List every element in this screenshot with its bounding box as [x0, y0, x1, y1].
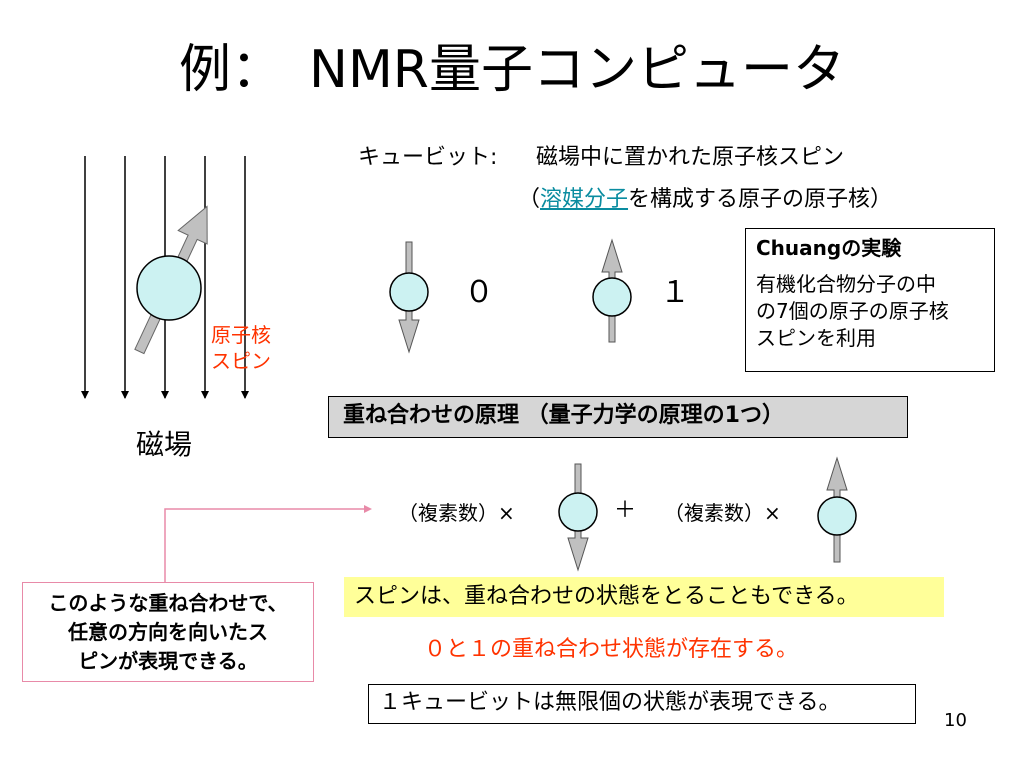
chuang-line: の7個の原子の原子核 — [756, 299, 949, 323]
plus-sign: ＋ — [614, 498, 637, 523]
nuclear-spin-line1: 原子核 — [211, 323, 271, 347]
can-line: 任意の方向を向いたス — [68, 620, 268, 644]
state-zero-label: ０ — [464, 275, 494, 310]
pink-connector-arrow — [164, 505, 372, 582]
magnetic-field-lines — [81, 156, 249, 399]
slide-title: 例： NMR量子コンピュータ — [179, 40, 845, 100]
complex-coef-1: （複素数）× — [398, 501, 515, 525]
solvent-open: （ — [518, 187, 541, 212]
solvent-molecule-link[interactable]: 溶媒分子 — [540, 187, 629, 212]
nuclear-spin-line2: スピン — [211, 349, 271, 373]
superposition-exists-sentence: ０と１の重ね合わせ状態が存在する。 — [424, 637, 799, 662]
solvent-line: （溶媒分子を構成する原子の原子核） — [518, 186, 892, 214]
infinite-states-box: １キュービットは無限個の状態が表現できる。 — [368, 684, 916, 724]
solvent-rest: を構成する原子の原子核） — [628, 187, 893, 212]
superposition-spin-down — [558, 463, 598, 572]
superposition-principle-box: 重ね合わせの原理 （量子力学の原理の1つ） — [328, 396, 908, 438]
qubit-label: キュービット: — [358, 145, 498, 170]
arbitrary-direction-box: このような重ね合わせで、 任意の方向を向いたス ピンが表現できる。 — [22, 582, 314, 682]
nucleus-ball — [136, 255, 202, 321]
can-line: ピンが表現できる。 — [78, 649, 258, 673]
chuang-title: Chuangの実験 — [756, 236, 902, 260]
page-number: 10 — [944, 710, 967, 731]
qubit-description: 磁場中に置かれた原子核スピン — [536, 145, 845, 170]
complex-coef-2: （複素数）× — [664, 501, 781, 525]
nuclear-spin-label: 原子核 スピン — [196, 322, 286, 374]
chuang-line: スピンを利用 — [756, 326, 876, 350]
can-line: このような重ね合わせで、 — [48, 591, 288, 615]
magnetic-field-label: 磁場 — [136, 428, 193, 461]
chuang-experiment-box: Chuangの実験 有機化合物分子の中 の7個の原子の原子核 スピンを利用 — [745, 228, 995, 372]
state-one-label: １ — [660, 275, 690, 310]
spin-down-0 — [389, 241, 429, 354]
spin-superposition-sentence: スピンは、重ね合わせの状態をとることもできる。 — [344, 577, 944, 617]
spin-up-1 — [592, 238, 632, 343]
chuang-line: 有機化合物分子の中 — [756, 272, 936, 296]
chuang-body: 有機化合物分子の中 の7個の原子の原子核 スピンを利用 — [756, 271, 984, 352]
superposition-spin-up — [817, 456, 857, 563]
